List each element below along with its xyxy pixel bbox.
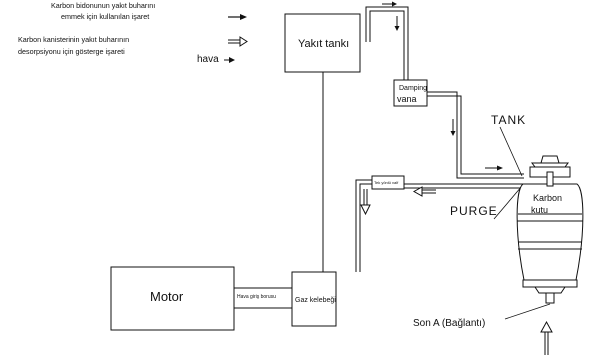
vapor-pipe-tank-to-damping xyxy=(365,6,409,82)
air-arrow-icon xyxy=(224,57,235,63)
damping-valve-label-2: vana xyxy=(397,94,417,104)
fuel-tank-box xyxy=(284,13,361,73)
vapor-pipe-damping-to-canister xyxy=(427,91,524,179)
damping-valve-box xyxy=(393,79,428,107)
desorb-arrow-icon xyxy=(228,36,248,47)
end-a-leader-line xyxy=(504,303,551,320)
tank-leader-line xyxy=(499,126,523,177)
legend-desorb-line2: desorpsiyonu için gösterge işareti xyxy=(18,47,125,56)
throttle-label: Gaz kelebeği xyxy=(295,297,336,304)
canister-label-line1: Karbon xyxy=(533,193,563,203)
canister-label-line2: kutu xyxy=(531,205,549,215)
purge-pipe xyxy=(355,179,524,272)
damping-valve-label: Damping xyxy=(399,85,428,92)
legend-absorb-line1: Karbon bidonunun yakıt buharını xyxy=(51,1,156,10)
legend-air-label: hava xyxy=(197,54,219,65)
carbon-canister-drawing xyxy=(516,155,584,304)
legend-desorb-line1: Karbon kanisterinin yakıt buharının xyxy=(18,35,130,44)
purge-port-label: PURGE xyxy=(450,204,498,218)
intake-pipe xyxy=(234,287,292,309)
purge-valve-box xyxy=(371,175,405,190)
engine-box xyxy=(110,266,235,331)
intake-pipe-label: Hava giriş borusu xyxy=(237,294,276,300)
absorb-arrow-icon xyxy=(228,14,247,20)
flow-arrow-icon xyxy=(382,1,400,31)
engine-label: Motor xyxy=(150,289,184,304)
fuel-tank-label: Yakıt tankı xyxy=(298,38,350,50)
flow-arrow-icon xyxy=(450,119,503,171)
throttle-box xyxy=(291,271,337,327)
end-a-label: Son A (Bağlantı) xyxy=(413,318,486,329)
legend-absorb-line2: emmek için kullanılan işaret xyxy=(61,12,150,21)
purge-leader-line xyxy=(493,185,523,220)
tank-port-label: TANK xyxy=(491,113,527,127)
air-inlet-arrow-icon xyxy=(540,320,553,355)
desorb-flow-arrow-icon xyxy=(360,186,436,216)
purge-valve-label: Tek yönlü valf xyxy=(374,180,399,185)
